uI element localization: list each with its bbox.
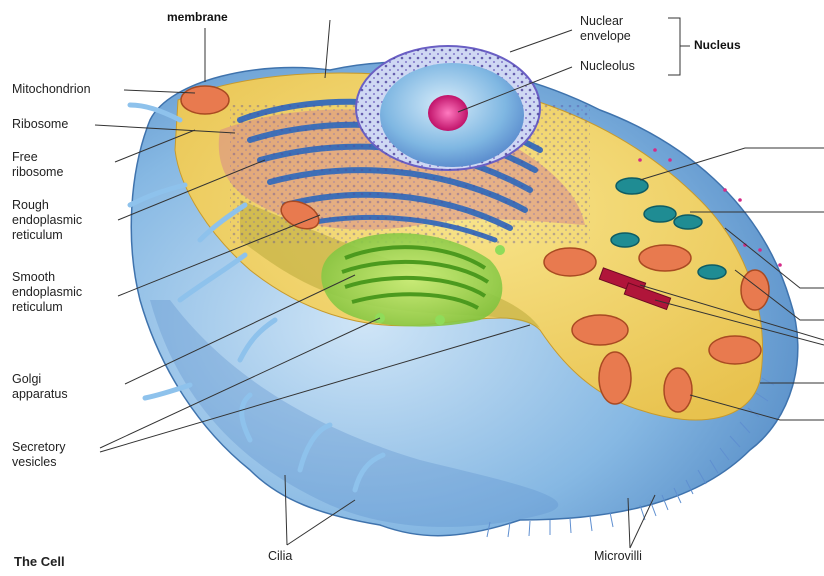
label-nuclear-envelope: Nuclear envelope [580,14,631,44]
label-smooth-er-line1: Smooth [12,270,82,285]
label-rough-er-line3: reticulum [12,228,82,243]
label-golgi-line2: apparatus [12,387,68,402]
nucleus-group [356,46,540,170]
label-rough-er-line2: endoplasmic [12,213,82,228]
nucleus-bracket [668,18,680,75]
label-secretory-vesicles: Secretory vesicles [12,440,66,470]
label-nucleus: Nucleus [694,38,741,53]
label-golgi: Golgi apparatus [12,372,68,402]
label-smooth-er-line3: reticulum [12,300,82,315]
leader-nuclear-envelope [510,30,572,52]
label-smooth-er-line2: endoplasmic [12,285,82,300]
label-nuclear-envelope-line2: envelope [580,29,631,44]
label-mitochondrion: Mitochondrion [12,82,91,97]
label-nuclear-envelope-line1: Nuclear [580,14,631,29]
label-membrane: membrane [167,10,228,25]
label-golgi-line1: Golgi [12,372,68,387]
figure-title: The Cell [14,554,65,569]
label-ribosome: Ribosome [12,117,68,132]
label-secretory-line2: vesicles [12,455,66,470]
label-rough-er-line1: Rough [12,198,82,213]
label-rough-er: Rough endoplasmic reticulum [12,198,82,243]
label-nucleolus: Nucleolus [580,59,635,74]
label-free-ribosome: Free ribosome [12,150,63,180]
label-cilia: Cilia [268,549,292,564]
nucleolus-shape [428,95,468,131]
label-free-ribosome-line2: ribosome [12,165,63,180]
label-secretory-line1: Secretory [12,440,66,455]
label-free-ribosome-line1: Free [12,150,63,165]
label-smooth-er: Smooth endoplasmic reticulum [12,270,82,315]
label-microvilli: Microvilli [594,549,642,564]
